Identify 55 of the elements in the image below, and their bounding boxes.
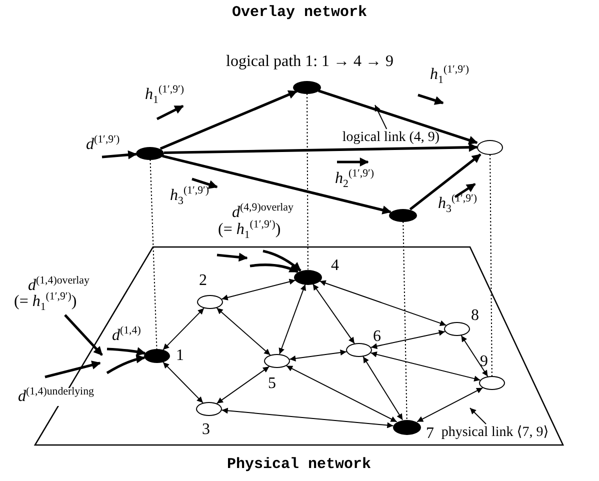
arrow xyxy=(162,154,392,214)
arrow xyxy=(164,142,478,154)
node-number: 1 xyxy=(176,348,184,364)
node-number: 2 xyxy=(199,273,207,289)
arrow xyxy=(370,351,481,382)
arrow xyxy=(286,365,398,422)
link-annotation: physical link ⟨7, 9⟩ xyxy=(441,424,549,442)
node-number: 7 xyxy=(426,426,434,442)
flow-label: (= h$_{1}$$^{(1′,9′)}$) xyxy=(14,293,77,311)
arrow xyxy=(106,354,146,374)
flow-label: d$^{(1,4)}$ xyxy=(112,327,141,345)
arrow xyxy=(289,350,347,362)
plane-heading: Physical network xyxy=(226,456,372,473)
flow-label: d$^{(4,9)overlay}$ xyxy=(232,204,294,221)
node-number: 8 xyxy=(471,308,479,324)
node-number: 5 xyxy=(268,376,276,392)
arrow xyxy=(262,250,302,272)
projection-line xyxy=(402,221,408,420)
overlay-node xyxy=(389,208,417,222)
arrow xyxy=(312,284,355,344)
link-annotation: logical link (4, 9) xyxy=(329,129,453,147)
arrow xyxy=(216,366,270,404)
flow-label: (= h$_{1}$$^{(1′,9′)}$) xyxy=(218,221,281,239)
arrow xyxy=(162,308,204,350)
arrow xyxy=(319,280,447,326)
node-number: 9 xyxy=(480,354,488,370)
arrow xyxy=(278,284,306,355)
arrow xyxy=(318,90,478,144)
projection-line xyxy=(490,154,492,376)
arrow xyxy=(106,347,146,356)
arrow xyxy=(460,335,488,377)
overlay-node xyxy=(477,140,503,154)
arrow xyxy=(102,150,138,160)
node-number: 4 xyxy=(331,258,339,274)
arrow xyxy=(221,278,296,300)
arrow xyxy=(162,362,204,404)
arrow xyxy=(221,408,394,428)
arrow xyxy=(216,307,271,356)
arrow xyxy=(160,90,298,150)
leader-arrow xyxy=(470,408,486,424)
arrow xyxy=(409,153,482,210)
path-annotation: logical path 1: 1 → 4 → 9 xyxy=(226,53,394,71)
arrow xyxy=(362,356,404,420)
arrow xyxy=(370,330,446,350)
overlay-node xyxy=(293,80,321,94)
overlay-node xyxy=(136,146,164,160)
flow-label: d$^{(1,4)underlying}$ xyxy=(18,388,94,406)
leader-arrow xyxy=(374,104,388,130)
diagram-title: Overlay network xyxy=(230,4,368,21)
projection-line xyxy=(306,93,308,270)
node-number: 3 xyxy=(202,422,210,438)
arrow xyxy=(416,387,484,422)
projection-line xyxy=(150,159,158,350)
node-number: 6 xyxy=(373,329,381,345)
arrow xyxy=(250,264,299,274)
